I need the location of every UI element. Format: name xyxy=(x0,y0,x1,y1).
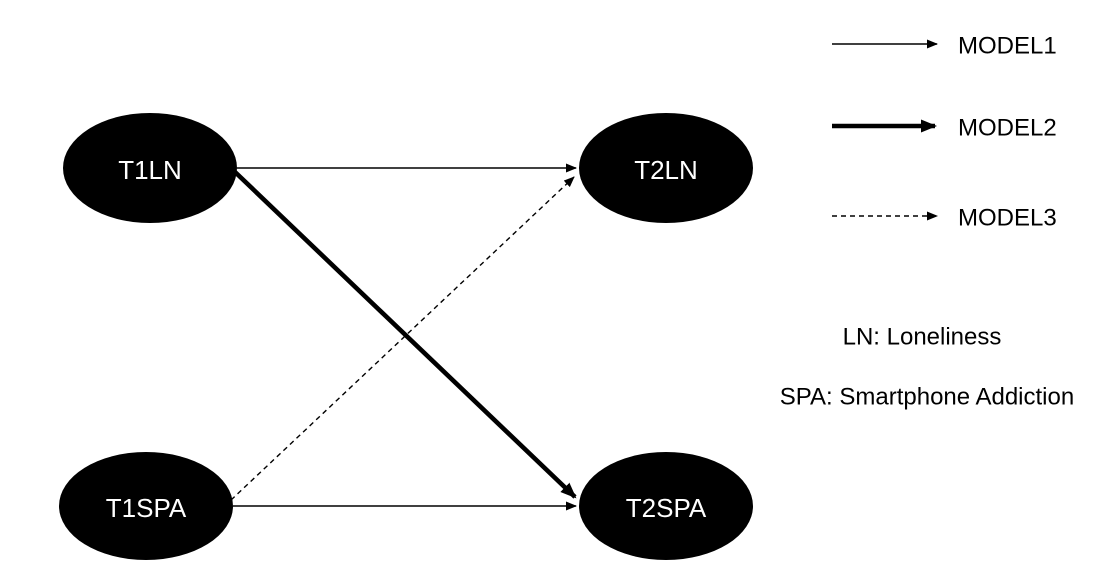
node-t1ln-ellipse xyxy=(63,113,237,223)
node-t2spa-label: T2SPA xyxy=(626,493,707,523)
note-ln-abbreviation: LN: Loneliness xyxy=(843,324,1002,351)
legend-item-model1-label: MODEL1 xyxy=(958,33,1057,60)
node-t2spa: T2SPA xyxy=(579,452,753,560)
node-t2ln-label: T2LN xyxy=(634,155,698,185)
legend-item-model3: MODEL3 xyxy=(832,205,1057,232)
node-t1spa-label: T1SPA xyxy=(106,493,187,523)
edge-t1ln-to-t2spa xyxy=(233,170,577,499)
legend-item-model2: MODEL2 xyxy=(832,115,1057,142)
node-t2spa-ellipse xyxy=(579,452,753,560)
node-t1spa: T1SPA xyxy=(59,452,233,560)
node-t1spa-ellipse xyxy=(59,452,233,560)
node-t1ln: T1LN xyxy=(63,113,237,223)
legend: MODEL1 MODEL2 MODEL3 xyxy=(832,33,1057,232)
legend-item-model3-label: MODEL3 xyxy=(958,205,1057,232)
legend-item-model2-label: MODEL2 xyxy=(958,115,1057,142)
legend-item-model1: MODEL1 xyxy=(832,33,1057,60)
node-t1ln-label: T1LN xyxy=(118,155,182,185)
node-t2ln-ellipse xyxy=(579,113,753,223)
edge-t1spa-to-t2ln xyxy=(230,176,575,501)
note-spa-abbreviation: SPA: Smartphone Addiction xyxy=(780,384,1074,411)
node-t2ln: T2LN xyxy=(579,113,753,223)
